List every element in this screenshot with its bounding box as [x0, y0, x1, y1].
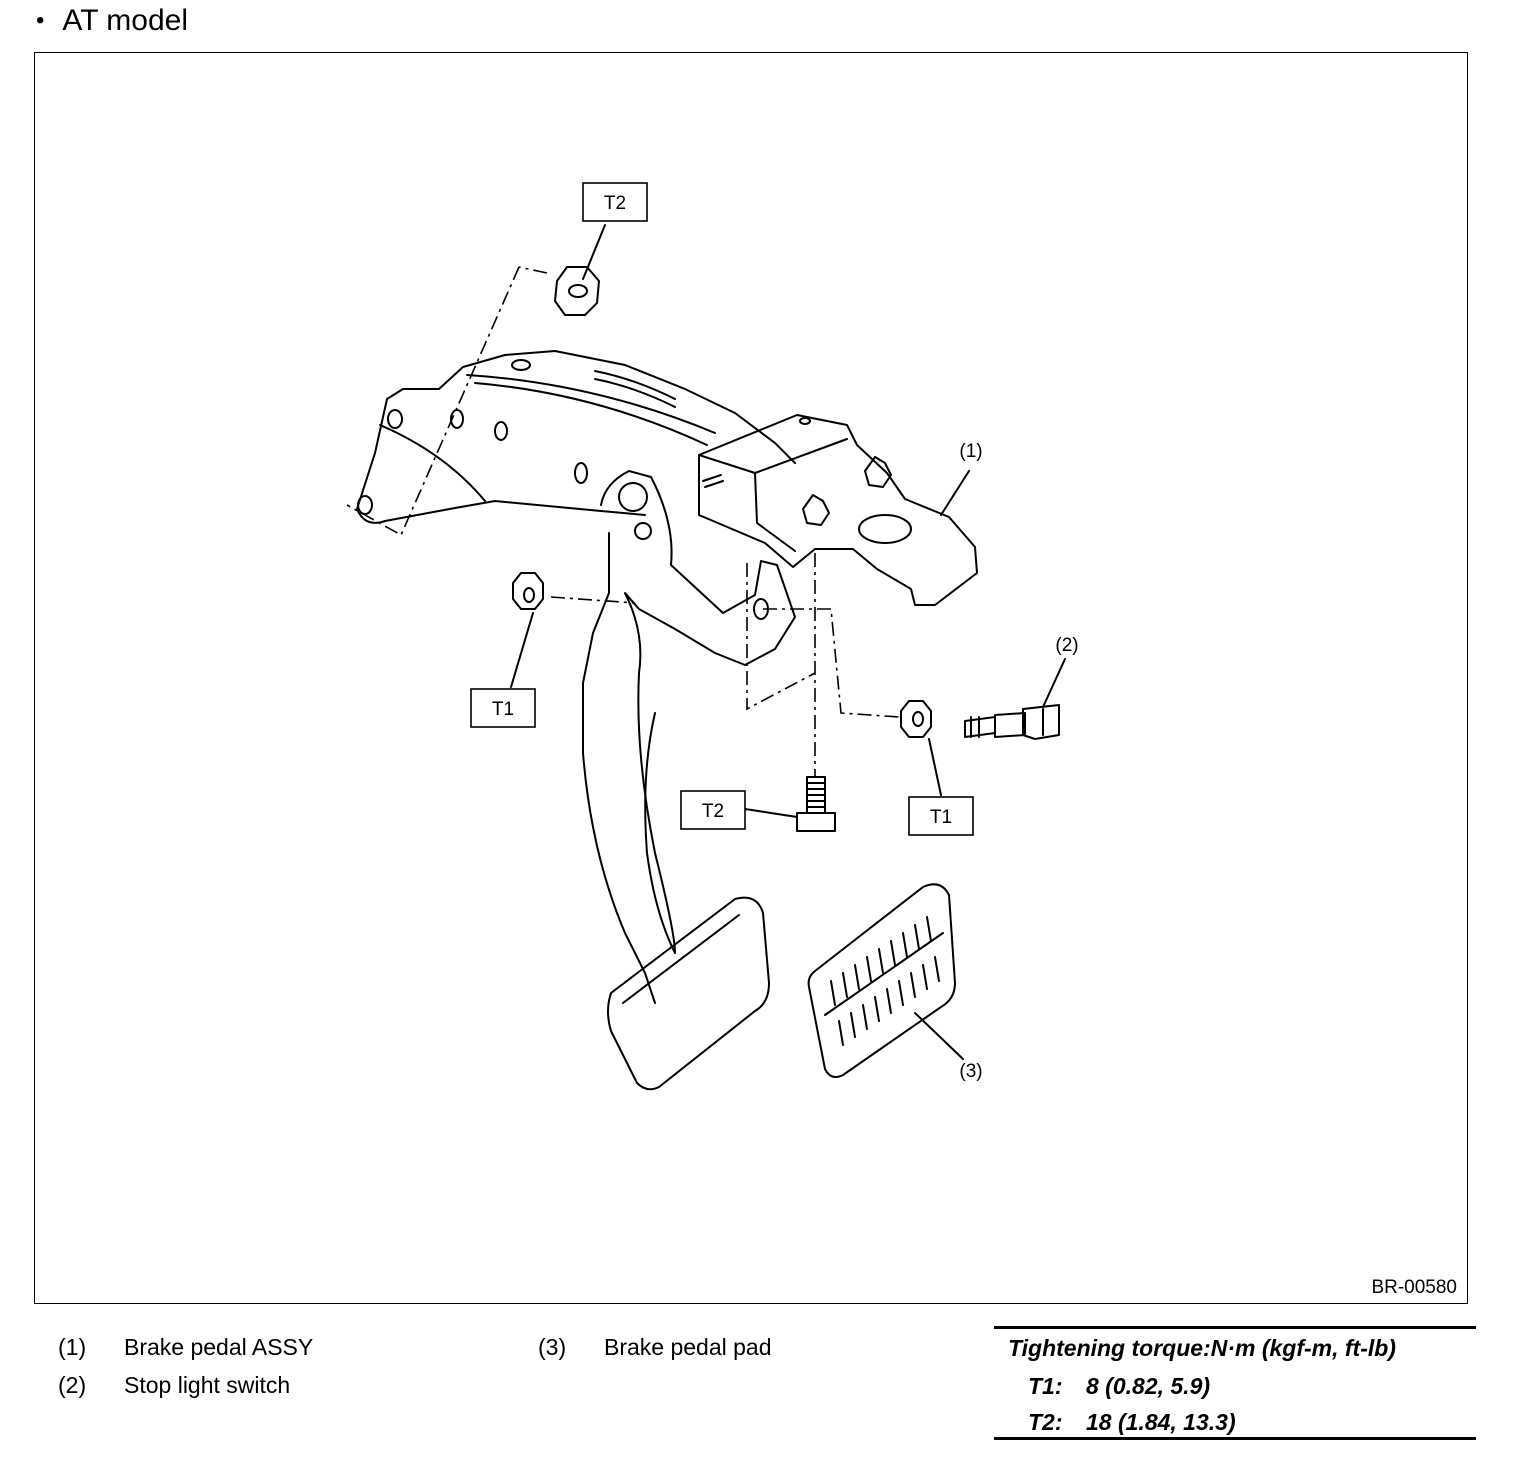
tag-box-t2-bolt: [680, 790, 746, 830]
nut-right: [900, 700, 932, 738]
bolt-thread: [806, 782, 826, 808]
section-heading: • AT model: [36, 4, 188, 38]
assembly-line: [763, 608, 900, 718]
bolt: [796, 776, 836, 832]
pivot-hole: [634, 522, 652, 540]
diagram-frame: T2 T1 T2 T1 (1) (2) (3) BR-00580: [34, 52, 1468, 1304]
leader-t2-bolt: [744, 808, 798, 818]
bracket-large-hole: [858, 514, 912, 544]
legend-text: Brake pedal ASSY: [124, 1334, 314, 1360]
callout-3: (3): [959, 1061, 982, 1082]
tag-t1-left: T1: [492, 699, 514, 720]
bracket-hole: [511, 359, 531, 371]
tag-t1-right: T1: [930, 807, 952, 828]
bracket-hole: [387, 409, 403, 429]
stop-light-switch: [964, 704, 1060, 740]
nut-left: [512, 572, 544, 610]
leader-2: [1042, 658, 1066, 708]
bracket-hole: [450, 409, 464, 429]
torque-key: T1:: [1028, 1373, 1063, 1399]
brake-pedal-pad: [807, 883, 956, 1078]
nut-top: [554, 266, 600, 316]
bracket-hole: [799, 417, 811, 425]
legend-number: (1): [58, 1334, 87, 1360]
bracket-slot: [594, 370, 676, 408]
pedal-arm: [600, 470, 796, 954]
figure-code: BR-00580: [1371, 1277, 1457, 1298]
torque-row: T1: 8 (0.82, 5.9): [1028, 1373, 1210, 1400]
section-title: AT model: [62, 4, 189, 37]
torque-title: Tightening torque:N·m (kgf-m, ft-lb): [1008, 1335, 1396, 1361]
bracket-stud: [702, 474, 724, 488]
bracket-rivet: [802, 494, 830, 526]
torque-row: T2: 18 (1.84, 13.3): [1028, 1409, 1236, 1436]
brake-pedal-pad-left: [607, 896, 770, 1091]
bracket-hole: [574, 462, 588, 484]
legend-text: Stop light switch: [124, 1372, 291, 1398]
bracket-rib: [466, 374, 716, 446]
torque-table: Tightening torque:N·m (kgf-m, ft-lb) T1:…: [994, 1326, 1476, 1440]
tag-t2-bolt: T2: [702, 801, 724, 822]
brake-pedal-diagram: T2 T1 T2 T1 (1) (2) (3): [346, 182, 1079, 1091]
torque-value: 8 (0.82, 5.9): [1086, 1373, 1211, 1399]
assembly-line: [518, 266, 548, 274]
assembly-line: [550, 596, 636, 604]
tag-box-t1-left: [470, 688, 536, 728]
pedal-arm-groove: [644, 712, 676, 954]
leader-t1-left: [510, 612, 534, 688]
torque-key: T2:: [1028, 1409, 1063, 1435]
upper-bracket: [698, 414, 978, 606]
nut-right-hole: [912, 711, 924, 727]
tag-t2-top: T2: [604, 193, 626, 214]
pad-ridges: [830, 916, 940, 1046]
leader-t1-right: [928, 738, 942, 796]
bracket-hole: [357, 495, 373, 515]
legend-text: Brake pedal pad: [604, 1334, 772, 1360]
callout-1: (1): [959, 441, 982, 462]
pad-center-line: [824, 932, 944, 1016]
legend-number: (2): [58, 1372, 87, 1398]
bullet-icon: •: [36, 7, 45, 34]
bracket-inner-edge: [379, 424, 486, 502]
assembly-line: [346, 266, 520, 537]
pedal-bracket: [356, 350, 796, 524]
nut-top-hole: [568, 284, 588, 298]
legend-number: (3): [538, 1334, 567, 1360]
pedal-arm-lower: [582, 532, 656, 1004]
pad-left-inner: [622, 914, 740, 1004]
callout-2: (2): [1055, 635, 1078, 656]
assembly-line: [746, 563, 816, 711]
switch-plunger: [970, 708, 1044, 738]
bracket-hole: [494, 421, 508, 441]
nut-left-hole: [523, 587, 535, 603]
leader-3: [914, 1012, 964, 1060]
leader-1: [940, 470, 970, 516]
upper-bracket-fold: [698, 438, 848, 552]
leader-t2-top: [582, 224, 606, 280]
bracket-rivet: [864, 456, 892, 488]
torque-value: 18 (1.84, 13.3): [1086, 1409, 1236, 1435]
tag-box-t1-right: [908, 796, 974, 836]
pivot-bushing: [618, 482, 648, 512]
tag-box-t2-top: [582, 182, 648, 222]
